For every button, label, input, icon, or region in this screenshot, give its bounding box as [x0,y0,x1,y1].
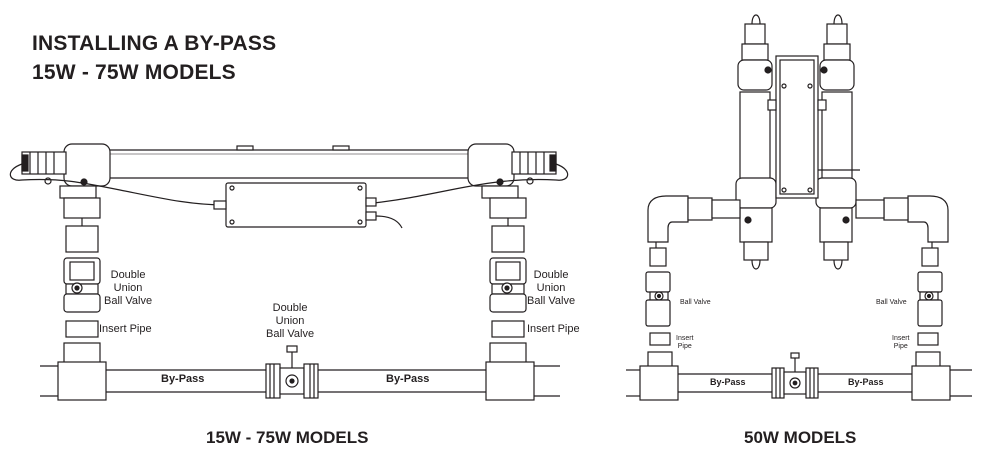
right-elbow [855,195,949,243]
center-bypass-valve [265,345,319,399]
right-diagram-right-valve-stack [915,242,943,373]
left-end-cap [9,143,226,206]
right-center-bypass-valve [771,352,819,399]
right-right-valve-label: Ball Valve [876,299,907,306]
right-control-box [767,55,860,199]
bypass-left-label: By-Pass [161,373,205,385]
right-left-valve-label: Ball Valve [680,299,711,306]
right-bypass-left-label: By-Pass [710,377,746,387]
right-insert-pipe-label: Insert Pipe [527,323,580,335]
left-insert-pipe-label: Insert Pipe [99,323,152,335]
left-elbow [647,195,741,243]
right-valve-label: Double Union Ball Valve [527,269,576,307]
right-diagram-caption: 50W MODELS [744,428,857,447]
left-lamp-column [735,14,777,270]
page-title-line2: 15W - 75W MODELS [32,61,236,84]
right-left-insert-label: Insert Pipe [676,335,694,350]
main-water-pipe [40,361,560,401]
bypass-right-label: By-Pass [386,373,430,385]
right-bypass-right-label: By-Pass [848,377,884,387]
left-diagram-caption: 15W - 75W MODELS [206,428,369,447]
right-main-water-pipe [626,365,972,401]
right-diagram-left-valve-stack [645,242,673,373]
center-valve-label: Double Union Ball Valve [266,302,315,340]
left-valve-label: Double Union Ball Valve [104,269,153,307]
right-right-insert-label: Insert Pipe [892,335,910,350]
right-end-cap [373,143,569,204]
right-lamp-column [815,14,857,270]
page-title-line1: INSTALLING A BY-PASS [32,32,277,55]
control-box [213,182,403,229]
